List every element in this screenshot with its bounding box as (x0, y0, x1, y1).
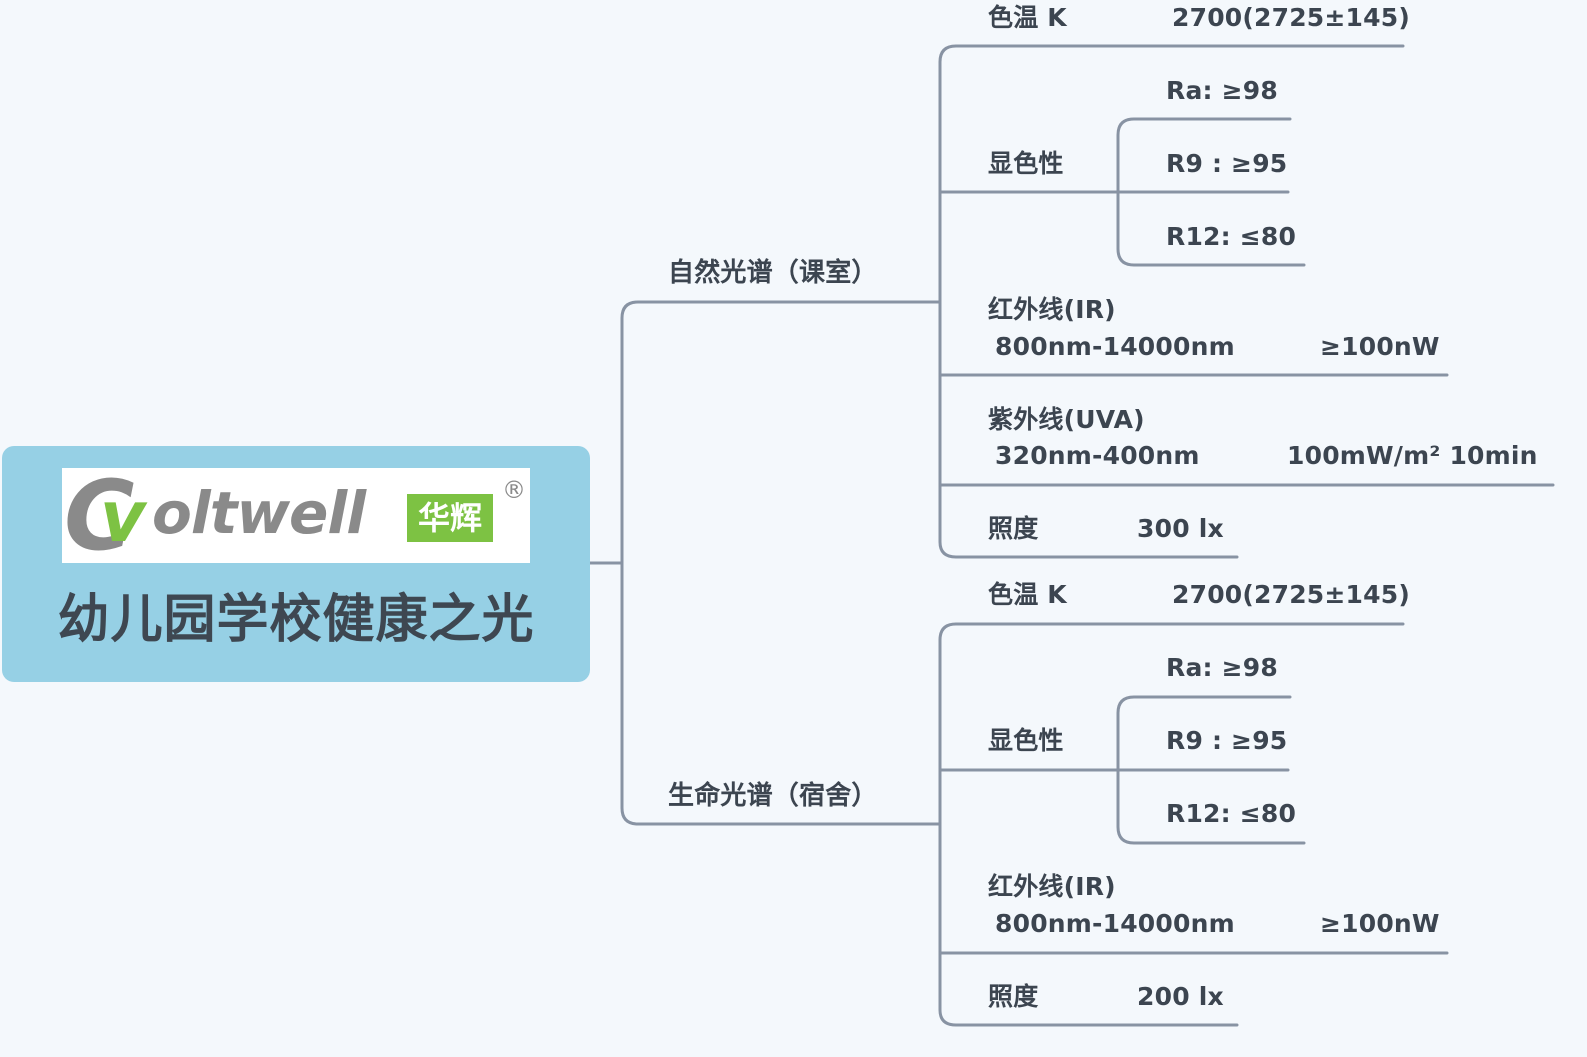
b2-lux-value: 200 lx (1137, 982, 1224, 1011)
logo-wordmark: oltwell (152, 479, 366, 547)
b1-cri-r12[interactable]: R12: ≤80 (1166, 222, 1297, 251)
b1-uva-range: 320nm-400nm (995, 441, 1200, 470)
b1-uva-value: 100mW/m² 10min (1287, 441, 1538, 470)
root-title: 幼儿园学校健康之光 (57, 590, 535, 650)
b1-lux-label[interactable]: 照度 (988, 514, 1039, 543)
b2-cct-label[interactable]: 色温 K (988, 580, 1067, 609)
root-node[interactable]: C v oltwell 华辉 ® 幼儿园学校健康之光 (2, 446, 590, 682)
logo-c-glyph: C (64, 460, 135, 572)
branch-natural-spectrum[interactable]: 自然光谱（课室） (668, 258, 878, 288)
b2-ir-range: 800nm-14000nm (995, 909, 1235, 938)
registered-icon: ® (502, 476, 526, 504)
b1-ir-value: ≥100nW (1320, 332, 1440, 361)
b1-cri-ra[interactable]: Ra: ≥98 (1166, 76, 1278, 105)
b2-cri-ra[interactable]: Ra: ≥98 (1166, 653, 1278, 682)
logo-chinese-badge: 华辉 (407, 494, 493, 542)
b1-ir-range: 800nm-14000nm (995, 332, 1235, 361)
b1-ir-label[interactable]: 红外线(IR) (988, 295, 1116, 324)
b2-lux-label[interactable]: 照度 (988, 982, 1039, 1011)
b1-cct-value: 2700(2725±145) (1172, 3, 1410, 32)
b1-cri-label[interactable]: 显色性 (988, 149, 1064, 178)
b1-uva-label[interactable]: 紫外线(UVA) (988, 405, 1145, 434)
b2-cri-label[interactable]: 显色性 (988, 726, 1064, 755)
branch-life-spectrum[interactable]: 生命光谱（宿舍） (668, 781, 878, 811)
b2-ir-label[interactable]: 红外线(IR) (988, 872, 1116, 901)
voltwell-logo: C v oltwell 华辉 ® (62, 460, 530, 572)
b1-cct-label[interactable]: 色温 K (988, 3, 1067, 32)
b1-cri-r9[interactable]: R9 : ≥95 (1166, 149, 1288, 178)
logo-v-glyph: v (100, 476, 146, 558)
b2-cri-r12[interactable]: R12: ≤80 (1166, 799, 1297, 828)
b2-cct-value: 2700(2725±145) (1172, 580, 1410, 609)
b2-ir-value: ≥100nW (1320, 909, 1440, 938)
b1-lux-value: 300 lx (1137, 514, 1224, 543)
b2-cri-r9[interactable]: R9 : ≥95 (1166, 726, 1288, 755)
